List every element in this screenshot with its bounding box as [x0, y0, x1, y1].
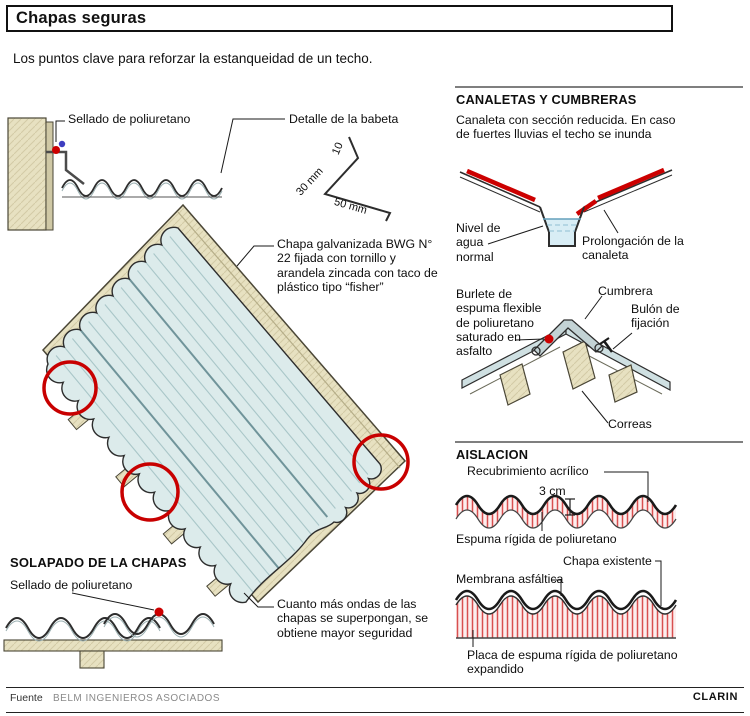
foam-layer [456, 496, 676, 528]
page-subtitle: Los puntos clave para reforzar la estanq… [13, 51, 373, 66]
insulation-top-drawing [454, 471, 678, 531]
source-value: BELM INGENIEROS ASOCIADOS [53, 692, 220, 704]
foam-label: Espuma rígida de poliuretano [456, 532, 617, 546]
foam-plate [456, 596, 676, 638]
highlight-circle [42, 360, 98, 416]
title-box: Chapas seguras [6, 5, 673, 32]
insulation-heading: AISLACION [456, 447, 529, 462]
overlap-detail-drawing [3, 607, 223, 669]
overlap-note-label: Cuanto más ondas de las chapas se superp… [277, 597, 429, 640]
ridge-cap-label: Cumbrera [598, 284, 653, 298]
bolt-label: Bulón de fijación [631, 302, 680, 331]
marker-dot-blue [58, 140, 66, 148]
footer-top-rule [6, 687, 744, 688]
purlins-label: Correas [608, 417, 652, 431]
ridge-drawing [461, 295, 671, 424]
coating-label: Recubrimiento acrílico [467, 464, 589, 478]
membrane-label: Membrana asfáltica [456, 572, 564, 586]
red-strip [466, 168, 536, 203]
highlight-circle [120, 462, 180, 522]
purlin [499, 363, 531, 406]
gutters-intro: Canaleta con sección reducida. En caso d… [456, 113, 676, 142]
flashing-profile-drawing [323, 136, 392, 222]
sealant-dot [154, 607, 164, 617]
main-roof-drawing [41, 203, 410, 604]
water-level-label: Nivel de agua normal [456, 221, 501, 264]
sheet-note-label: Chapa galvanizada BWG N° 22 fijada con t… [277, 237, 438, 294]
purlin [562, 340, 596, 390]
insulation-bottom-drawing [454, 560, 678, 647]
gasket-dot [544, 334, 554, 344]
gutter-extension-label: Prolongación de la canaleta [582, 234, 684, 263]
existing-sheet-line [455, 595, 677, 615]
acrylic-coating-line [454, 494, 678, 516]
bolt [602, 340, 614, 353]
footer-bottom-rule [6, 712, 744, 713]
corrugation-stripes [55, 236, 369, 594]
brand-logo: CLARIN [692, 691, 738, 703]
membrane-line [454, 589, 678, 611]
overlap-heading: SOLAPADO DE LA CHAPAS [10, 555, 187, 570]
dim-3cm-label: 3 cm [539, 484, 566, 498]
gasket-label: Burlete de espuma flexible de poliuretan… [456, 287, 542, 358]
source-label: Fuente [10, 692, 43, 704]
page-title: Chapas seguras [16, 9, 147, 27]
sealant-dot [52, 146, 60, 154]
highlight-circle [352, 433, 410, 491]
gutter-extension-strip [575, 199, 598, 216]
corrugated-sheet [46, 227, 382, 603]
leader-lines-left [55, 118, 285, 611]
foam-plate-label: Placa de espuma rígida de poliuretano ex… [467, 648, 678, 677]
purlin [608, 364, 638, 403]
overlap-sealant-label: Sellado de poliuretano [10, 578, 133, 592]
flashing-detail-label: Detalle de la babeta [289, 112, 399, 126]
wall-seal-drawing [7, 117, 223, 231]
gutter-drawing [459, 167, 673, 247]
sealant-label-top: Sellado de poliuretano [68, 112, 191, 126]
gutters-heading: CANALETAS Y CUMBRERAS [456, 92, 637, 107]
red-strip [597, 167, 665, 201]
existing-sheet-label: Chapa existente [563, 554, 652, 568]
